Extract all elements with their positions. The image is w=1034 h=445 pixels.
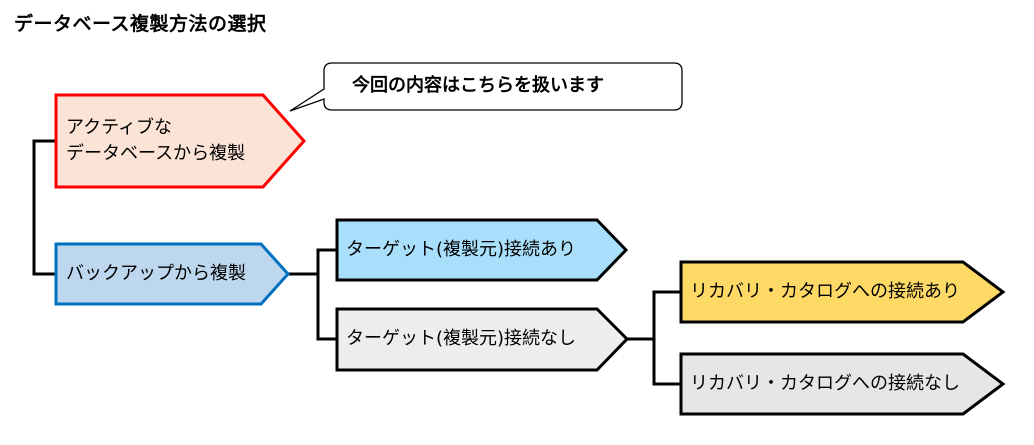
node-active-label-line1: アクティブな — [66, 117, 173, 138]
node-active-label-line2: データベースから複製 — [66, 143, 246, 164]
node-catalog-no-label: リカバリ・カタログへの接続なし — [690, 373, 960, 394]
node-target-no-label: ターゲット(複製元)接続なし — [346, 328, 577, 349]
node-backup-shape[interactable] — [54, 242, 291, 306]
connector-target-branch — [316, 248, 337, 341]
connector-catalog-branch — [652, 290, 681, 386]
node-catalog-yes-label: リカバリ・カタログへの接続あり — [690, 281, 960, 302]
node-target-yes-label: ターゲット(複製元)接続あり — [346, 239, 577, 260]
node-target-yes-shape[interactable] — [335, 218, 629, 282]
node-active-shape[interactable] — [54, 93, 307, 189]
node-target-no-shape[interactable] — [335, 307, 630, 372]
connectors — [32, 139, 681, 386]
connector-root-active — [32, 139, 55, 276]
callout-bubble — [289, 62, 683, 112]
node-backup-label: バックアップから複製 — [66, 263, 246, 284]
callout-text: 今回の内容はこちらを扱います — [352, 75, 604, 96]
node-catalog-no-shape[interactable] — [679, 352, 1006, 416]
node-catalog-yes-shape[interactable] — [679, 260, 1006, 324]
diagram-title: データベース複製方法の選択 — [14, 13, 267, 35]
